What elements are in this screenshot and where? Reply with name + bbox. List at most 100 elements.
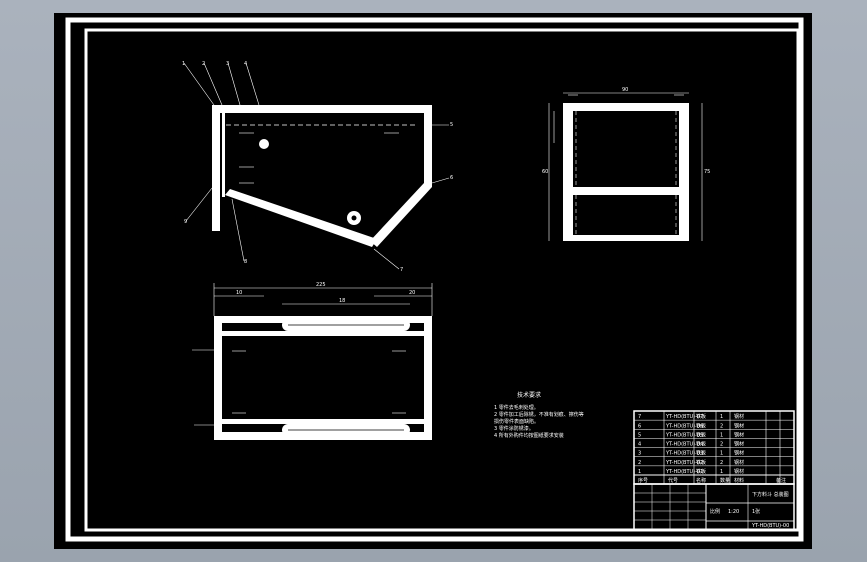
- parts-cell: 钢材: [734, 459, 744, 466]
- front-view: 1 2 3 4 5 6 7 8 9: [182, 61, 453, 273]
- dim-side-right: 75: [704, 169, 710, 175]
- parts-cell: YT-HD(BTU)-01: [665, 469, 703, 475]
- balloon-5: 5: [450, 122, 453, 128]
- hopper-bottom-slope: [225, 189, 377, 247]
- tech-req-line-1: 1 零件去毛刺处理。: [494, 404, 539, 411]
- dim-plan-c: 20: [409, 290, 415, 296]
- plan-inner-rail-bottom: [222, 419, 424, 424]
- parts-cell: 2: [720, 423, 723, 429]
- parts-cell: 5: [638, 432, 641, 438]
- parts-cell: 铁板: [696, 413, 706, 420]
- sheet-count: 1张: [752, 508, 760, 515]
- header-qty: 数量: [720, 477, 730, 484]
- parts-cell: 2: [720, 460, 723, 466]
- parts-cell: 2: [720, 442, 723, 448]
- parts-cell: 2: [638, 460, 641, 466]
- parts-cell: 铁板: [696, 422, 706, 429]
- dim-plan-total: 225: [316, 282, 326, 288]
- dim-plan-b: 18: [339, 298, 345, 304]
- plan-inner-rail-top: [222, 331, 424, 336]
- leader-1: [183, 62, 215, 106]
- dim-side-top: 90: [622, 87, 628, 93]
- parts-cell: 1: [720, 469, 723, 475]
- parts-cell: 1: [720, 414, 723, 420]
- parts-cell: 7: [638, 414, 641, 420]
- balloon-3: 3: [226, 61, 229, 67]
- tech-req-line-2: 2 零件加工后除锈，不准有划痕、擦伤等: [494, 411, 584, 418]
- hopper-left-wall: [212, 105, 220, 231]
- plan-right-frame: [424, 316, 432, 440]
- leader-4: [245, 62, 260, 106]
- parts-cell: 铁板: [696, 441, 706, 448]
- header-no: 序号: [638, 477, 648, 484]
- drawing-code: YT-HD(BTU)-00: [751, 523, 789, 529]
- leader-6: [431, 177, 450, 184]
- parts-cell: 铁板: [696, 459, 706, 466]
- hopper-right-slope: [370, 183, 432, 247]
- side-top-rail: [563, 103, 689, 111]
- outer-sheet-border: [65, 17, 804, 542]
- header-remark: 备注: [776, 477, 786, 484]
- leader-2: [203, 62, 223, 106]
- tech-req-line-3: 损伤零件表面缺陷。: [494, 418, 539, 425]
- balloon-7: 7: [400, 267, 403, 273]
- plan-view: 225 10 18 20: [192, 282, 433, 440]
- parts-cell: 3: [638, 451, 641, 457]
- parts-cell: 钢材: [734, 413, 744, 420]
- parts-cell: 1: [638, 469, 641, 475]
- leader-7: [373, 248, 400, 270]
- leader-9: [185, 187, 213, 222]
- balloon-1: 1: [182, 61, 185, 67]
- parts-cell: 1: [720, 451, 723, 457]
- parts-cell: 钢材: [734, 422, 744, 429]
- balloon-8: 8: [244, 259, 247, 265]
- header-material: 材料: [734, 477, 744, 484]
- hopper-top-plate: [212, 105, 428, 113]
- parts-cell: 4: [638, 442, 641, 448]
- balloon-9: 9: [184, 219, 187, 225]
- title-block-frame: [633, 483, 795, 531]
- hopper-left-inner-wall: [222, 105, 225, 197]
- parts-cell: 钢材: [734, 431, 744, 438]
- header-name: 名称: [696, 477, 706, 484]
- bolt-hole-upper: [259, 139, 269, 149]
- tech-requirements: 技术要求 1 零件去毛刺处理。 2 零件加工后除锈，不准有划痕、擦伤等 损伤零件…: [494, 391, 584, 439]
- parts-cell: 6: [638, 423, 641, 429]
- cad-drawing-viewport[interactable]: 1 2 3 4 5 6 7 8 9 90 75 60: [54, 13, 812, 549]
- parts-cell: YT-HD(BTU)-04: [665, 442, 703, 448]
- dim-side-left: 60: [542, 169, 548, 175]
- side-right-post: [679, 103, 689, 241]
- side-view: 90 75 60: [542, 87, 710, 241]
- parts-cell: 钢材: [734, 468, 744, 475]
- balloon-4: 4: [244, 61, 247, 67]
- scale-label: 比例: [710, 508, 720, 515]
- balloon-6: 6: [450, 175, 453, 181]
- hopper-right-wall: [424, 105, 432, 187]
- parts-cell: 铁板: [696, 468, 706, 475]
- cad-drawing-canvas: 1 2 3 4 5 6 7 8 9 90 75 60: [65, 17, 804, 542]
- leader-3: [227, 62, 241, 106]
- scale-value: 1:20: [728, 509, 739, 515]
- parts-cell: 1: [720, 432, 723, 438]
- parts-cell: 钢材: [734, 450, 744, 457]
- side-left-post: [563, 103, 573, 241]
- tech-req-title: 技术要求: [517, 391, 541, 399]
- parts-cell: YT-HD(BTU)-07: [665, 414, 703, 420]
- parts-cell: 钢材: [734, 441, 744, 448]
- parts-cell: YT-HD(BTU)-02: [665, 460, 703, 466]
- bolt-hole-center: [351, 215, 357, 221]
- leader-8: [231, 198, 245, 262]
- title-block: 下方料斗 总装图 1张 YT-HD(BTU)-00 比例 1:20: [633, 483, 795, 531]
- header-code: 代号: [668, 477, 678, 484]
- inner-sheet-border: [84, 28, 800, 532]
- plan-left-frame: [214, 316, 222, 440]
- parts-cell: YT-HD(BTU)-05: [665, 432, 703, 438]
- tech-req-line-4: 3 零件涂防锈漆。: [494, 425, 534, 432]
- parts-cell: YT-HD(BTU)-03: [665, 451, 703, 457]
- parts-cell: 铁板: [696, 450, 706, 457]
- parts-cell: YT-HD(BTU)-06: [665, 423, 703, 429]
- dim-plan-a: 10: [236, 290, 242, 296]
- drawing-name: 下方料斗 总装图: [752, 491, 789, 498]
